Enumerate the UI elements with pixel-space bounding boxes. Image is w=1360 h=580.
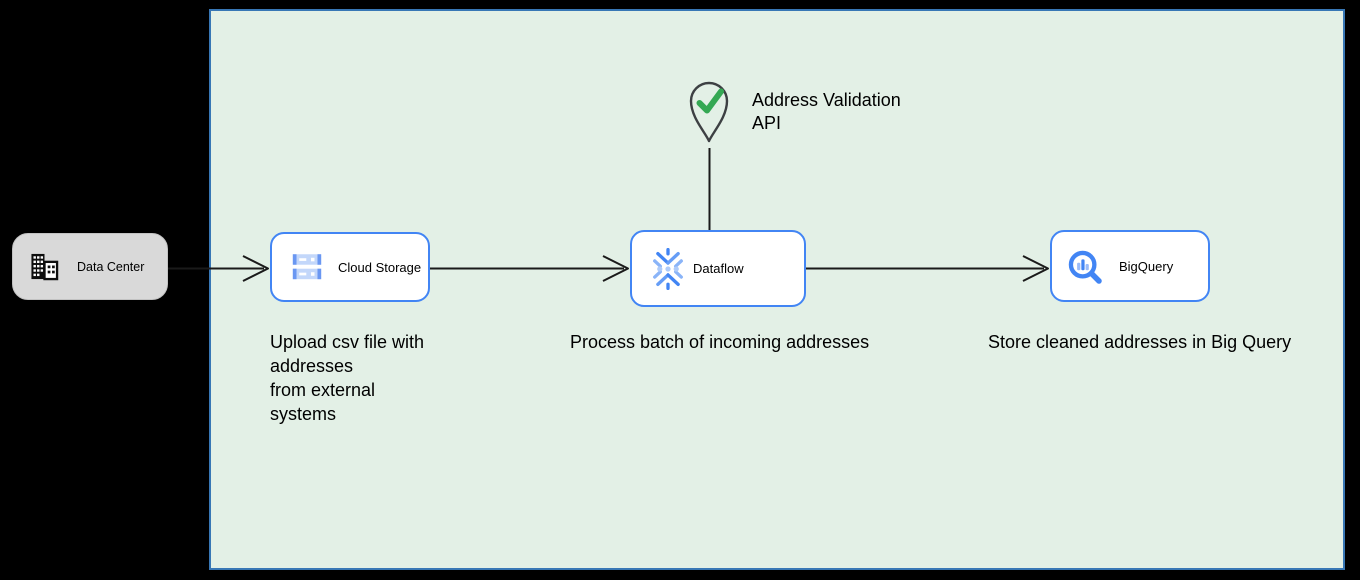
caption-process-batch: Process batch of incoming addresses: [570, 332, 870, 352]
address-validation-api-label: Address Validation API: [752, 90, 901, 133]
building-icon: [31, 253, 59, 281]
cloud-storage-icon: [292, 254, 322, 280]
node-data-center[interactable]: Data Center: [12, 233, 168, 300]
map-pin-check-icon[interactable]: [686, 78, 732, 144]
bigquery-icon: [1068, 250, 1102, 284]
node-cloud-storage[interactable]: Cloud Storage: [270, 232, 430, 302]
node-label: BigQuery: [1119, 258, 1174, 274]
dataflow-icon: [653, 247, 683, 290]
node-label: Data Center: [77, 259, 145, 274]
node-bigquery[interactable]: BigQuery: [1050, 230, 1210, 302]
node-label: Dataflow: [693, 261, 744, 276]
node-dataflow[interactable]: Dataflow: [630, 230, 806, 307]
caption-store-cleaned: Store cleaned addresses in Big Query: [988, 332, 1292, 352]
node-label: Cloud Storage: [338, 259, 422, 275]
caption-upload-csv: Upload csv file with addresses from exte…: [270, 332, 425, 424]
